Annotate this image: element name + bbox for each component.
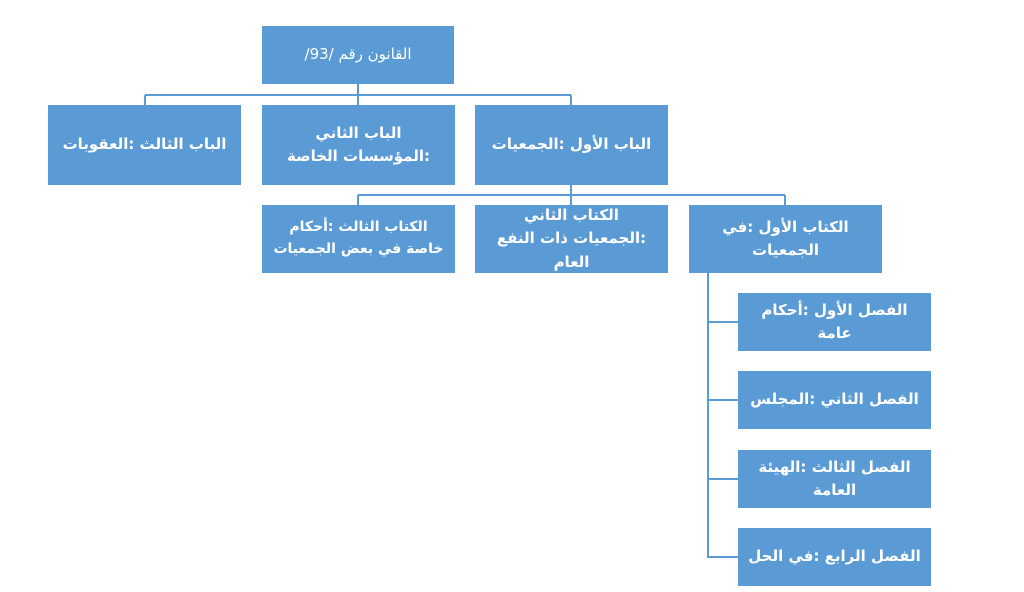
section-node-1: الفصل الأول :أحكام عامة <box>738 293 931 351</box>
section-3-label: الفصل الثالث :الهيئة العامة <box>758 457 911 499</box>
chapter-3-label: الباب الثالث :العقوبات <box>62 135 227 154</box>
section-node-3: الفصل الثالث :الهيئة العامة <box>738 450 931 508</box>
book-2-label: الكتاب الثاني :الجمعيات ذات النفع العام <box>496 206 647 271</box>
book-node-1: الكتاب الأول :في الجمعيات <box>689 205 882 273</box>
section-node-2: الفصل الثاني :المجلس <box>738 371 931 429</box>
section-1-label: الفصل الأول :أحكام عامة <box>761 300 908 342</box>
chapter-node-3: الباب الثالث :العقوبات <box>48 105 241 185</box>
chapter-node-2: الباب الثاني :المؤسسات الخاصة <box>262 105 455 185</box>
book-1-label: الكتاب الأول :في الجمعيات <box>722 217 849 259</box>
book-node-2: الكتاب الثاني :الجمعيات ذات النفع العام <box>475 205 668 273</box>
book-3-label: الكتاب الثالث :أحكام خاصة في بعض الجمعيا… <box>273 219 444 257</box>
root-node: القانون رقم /93/ <box>262 26 454 84</box>
book-node-3: الكتاب الثالث :أحكام خاصة في بعض الجمعيا… <box>262 205 455 273</box>
section-2-label: الفصل الثاني :المجلس <box>750 390 919 409</box>
root-label: القانون رقم /93/ <box>304 45 412 64</box>
chapter-1-label: الباب الأول :الجمعيات <box>491 135 652 154</box>
section-node-4: الفصل الرابع :في الحل <box>738 528 931 586</box>
chapter-node-1: الباب الأول :الجمعيات <box>475 105 668 185</box>
section-4-label: الفصل الرابع :في الحل <box>748 547 921 566</box>
chapter-2-label: الباب الثاني :المؤسسات الخاصة <box>287 123 430 165</box>
